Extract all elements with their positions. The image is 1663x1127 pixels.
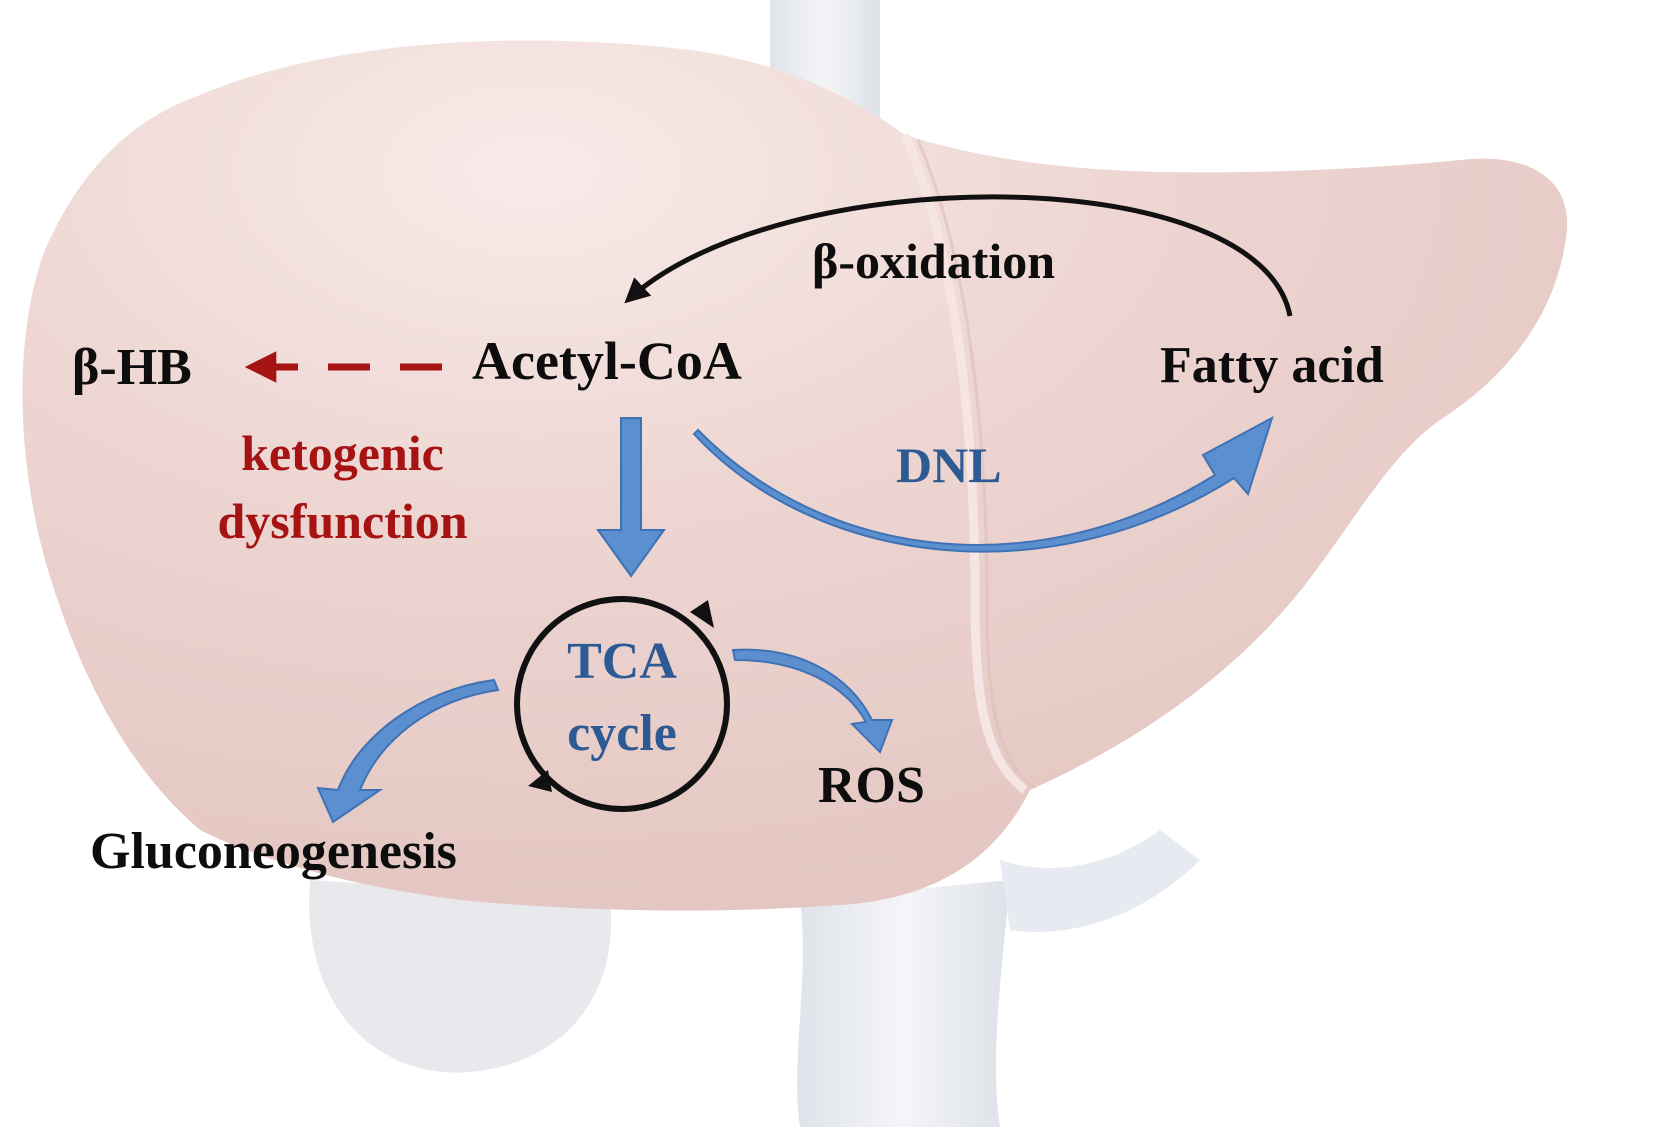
gluconeogenesis-label: Gluconeogenesis [90, 823, 457, 880]
beta-hb-label: β-HB [72, 339, 192, 396]
beta-oxidation-arrow [624, 194, 1293, 317]
beta-oxidation-label: β-oxidation [812, 233, 1056, 289]
fatty-acid-label: Fatty acid [1160, 337, 1384, 394]
tca-arrowhead-top [690, 600, 714, 628]
gallbladder [309, 880, 612, 1073]
liver-silhouette [22, 40, 1568, 911]
ketogenic-label-line2: dysfunction [217, 493, 468, 549]
acetyl-to-tca-arrow [596, 417, 666, 578]
vena-cava-lower [797, 880, 1010, 1127]
tca-arrowhead-bottom [528, 770, 552, 792]
tca-to-gluconeogenesis-arrow [316, 678, 500, 824]
tca-cycle-circle [514, 596, 730, 812]
tca-label-line1: TCA [567, 633, 677, 690]
dnl-arrow [692, 415, 1274, 553]
tca-label-line2: cycle [567, 705, 677, 762]
dnl-label: DNL [896, 437, 1002, 493]
acetyl-coa-label: Acetyl-CoA [472, 331, 742, 391]
ketogenic-label-line1: ketogenic [241, 425, 444, 481]
ros-label: ROS [818, 757, 925, 814]
portal-branch [1000, 830, 1200, 932]
tca-to-ros-arrow [731, 648, 894, 754]
